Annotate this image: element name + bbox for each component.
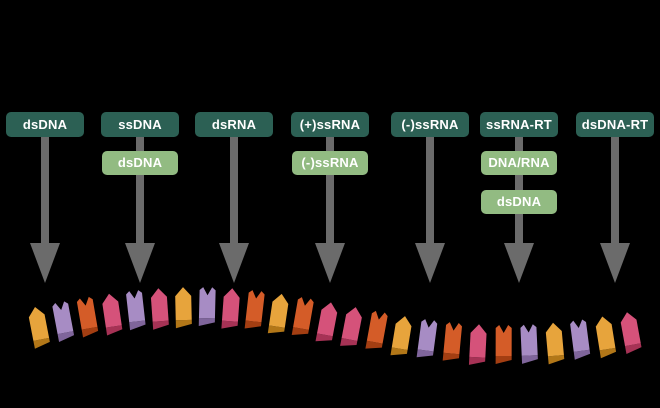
mrna-nucleotide-orange	[175, 287, 192, 329]
mrna-nucleotide-purple	[520, 324, 538, 364]
mrna-nucleotide-purple	[198, 287, 216, 326]
mrna-nucleotide-purple	[126, 290, 146, 331]
genome-box-ssdna: ssDNA	[101, 112, 179, 137]
mrna-nucleotide-pink	[620, 312, 642, 354]
down-arrow	[600, 136, 630, 283]
down-arrow	[415, 136, 445, 283]
mrna-nucleotide-dark_orange	[244, 290, 265, 329]
mrna-nucleotide-dark_orange	[495, 324, 512, 364]
mrna-nucleotide-purple	[52, 301, 75, 343]
mrna-nucleotide-orange	[28, 307, 50, 349]
mrna-nucleotide-pink	[340, 307, 362, 346]
intermediate-box-ssrnart-dnarna: DNA/RNA	[481, 151, 557, 175]
mrna-nucleotide-dark_orange	[365, 310, 388, 349]
mrna-nucleotide-dark_orange	[76, 296, 99, 338]
genome-box-neg-ssrna: (-)ssRNA	[391, 112, 469, 137]
mrna-nucleotide-orange	[595, 316, 617, 359]
down-arrow	[219, 136, 249, 283]
down-arrow	[30, 136, 60, 283]
genome-box-dsdna-rt: dsDNA-RT	[576, 112, 654, 137]
genome-box-dsdna: dsDNA	[6, 112, 84, 137]
intermediate-box-posssrna-negssrna: (-)ssRNA	[292, 151, 368, 175]
genome-box-dsrna: dsRNA	[195, 112, 273, 137]
mrna-nucleotide-purple	[570, 319, 591, 360]
mrna-nucleotide-pink	[150, 288, 169, 330]
mrna-nucleotide-pink	[468, 324, 487, 365]
intermediate-box-ssrnart-dsdna: dsDNA	[481, 190, 557, 214]
mrna-nucleotide-dark_orange	[442, 322, 462, 361]
down-arrow	[125, 136, 155, 283]
mrna-nucleotide-pink	[315, 302, 338, 342]
mrna-nucleotide-dark_orange	[291, 297, 314, 335]
intermediate-box-ssdna-dsdna: dsDNA	[102, 151, 178, 175]
mrna-nucleotide-purple	[416, 319, 438, 358]
down-arrow	[315, 136, 345, 283]
mrna-nucleotide-pink	[221, 288, 240, 329]
mrna-nucleotide-pink	[102, 293, 123, 336]
genome-box-ssrna-rt: ssRNA-RT	[480, 112, 558, 137]
mrna-nucleotide-orange	[390, 316, 412, 356]
mrna-nucleotide-orange	[545, 322, 565, 365]
genome-box-pos-ssrna: (+)ssRNA	[291, 112, 369, 137]
mrna-nucleotide-orange	[267, 293, 289, 334]
